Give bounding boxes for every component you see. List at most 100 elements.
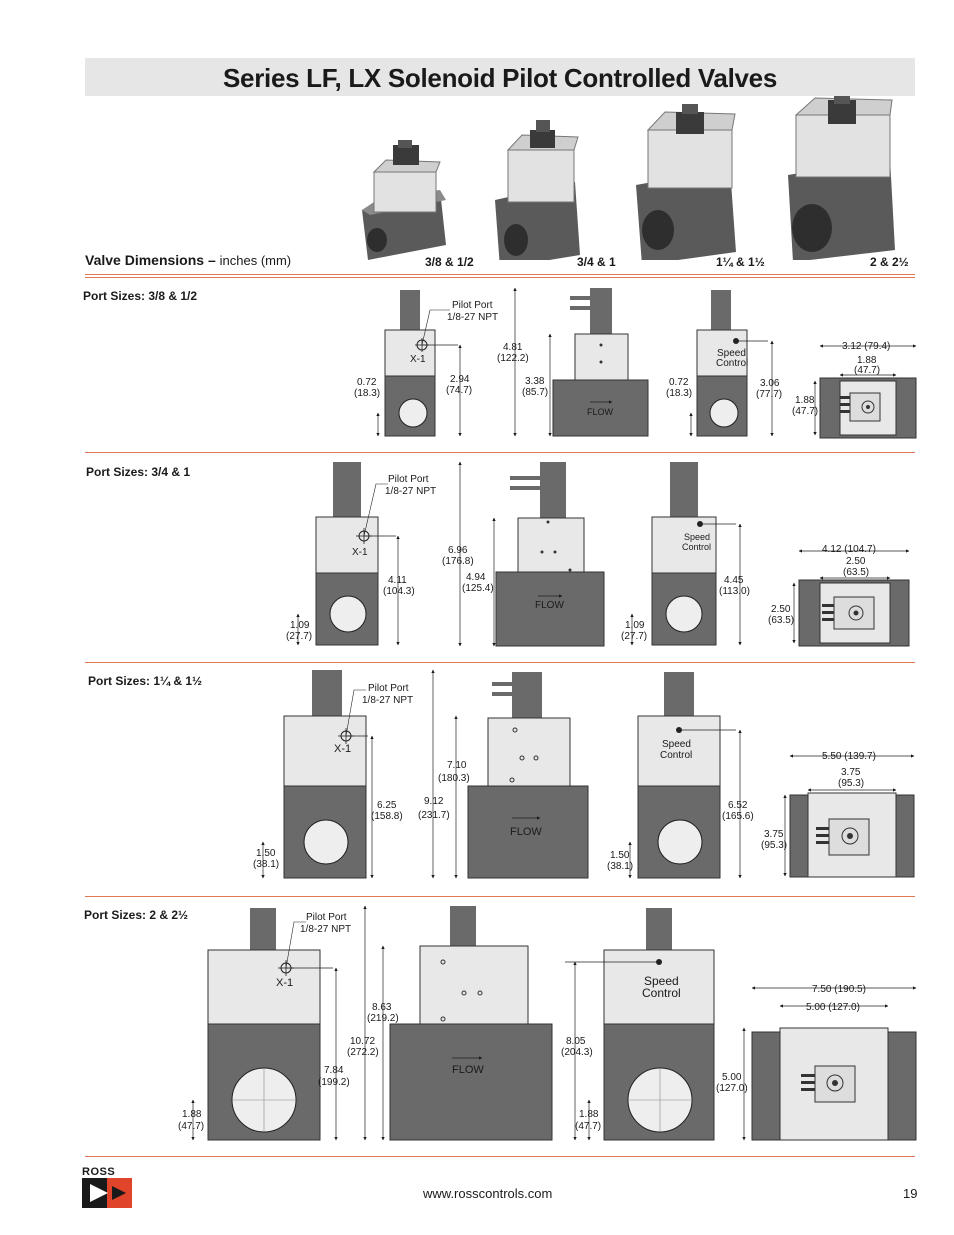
photo-size-label-1: 3/8 & 1/2 xyxy=(425,255,474,269)
r3-pilot-port-2: 1/8-27 NPT xyxy=(362,695,413,706)
row2-rear-view: Speed Control 1.09 (27.7) 4.45 (113.0) xyxy=(621,462,750,646)
r1-pilot-port-2: 1/8-27 NPT xyxy=(447,312,498,323)
r3-v4-inner-2: (95.3) xyxy=(838,778,864,789)
row-divider-3 xyxy=(85,896,915,897)
r1-v4-inner-1: 1.88 xyxy=(857,355,877,366)
row2-front-view: Pilot Port 1/8-27 NPT X-1 1.09 (27.7) 4.… xyxy=(286,462,436,646)
r3-v1-offset-2: (38.1) xyxy=(253,859,279,870)
row4-side-view: 8.63 (219.2) 10.72 (272.2) FLOW xyxy=(347,905,553,1141)
port-size-label-3: Port Sizes: 1¼ & 1½ xyxy=(88,674,203,688)
r4-speed-1: Speed xyxy=(644,974,679,988)
r3-speed-1: Speed xyxy=(662,739,691,750)
r4-v2-body-1: 8.63 xyxy=(372,1002,392,1013)
r3-v4-inner-1: 3.75 xyxy=(841,767,861,778)
r4-pilot-port-1: Pilot Port xyxy=(306,912,347,923)
r1-v3-height-1: 3.06 xyxy=(760,378,780,389)
r3-v4-side-1: 3.75 xyxy=(764,829,784,840)
row1-top-view: 3.12 (79.4) 1.88 (47.7) 1.88 (47.7) xyxy=(792,341,917,439)
r4-pilot-port-2: 1/8-27 NPT xyxy=(300,924,351,935)
row1-rear-view: Speed Control 0.72 (18.3) 3.06 (77.7) xyxy=(666,290,782,437)
valve-photo-3 xyxy=(636,104,736,260)
r2-pilot-port-1: Pilot Port xyxy=(388,474,429,485)
r4-speed-2: Control xyxy=(642,986,681,1000)
r3-v1-height-1: 6.25 xyxy=(377,800,397,811)
row4-front-view: Pilot Port 1/8-27 NPT X-1 1.88 (47.7) 7.… xyxy=(178,908,351,1141)
r4-v4-outer: 7.50 (190.5) xyxy=(812,984,866,995)
r2-v4-outer: 4.12 (104.7) xyxy=(822,544,876,555)
r1-speed-1: Speed xyxy=(717,348,746,359)
r4-v4-side-1: 5.00 xyxy=(722,1072,742,1083)
r2-v3-offset-2: (27.7) xyxy=(621,631,647,642)
row-4-drawings: Pilot Port 1/8-27 NPT X-1 1.88 (47.7) 7.… xyxy=(178,905,917,1141)
r3-pilot-port-1: Pilot Port xyxy=(368,683,409,694)
r1-v1-offset-1: 0.72 xyxy=(357,377,377,388)
r3-v2-overall-2: (231.7) xyxy=(418,810,450,821)
r3-v1-height-2: (158.8) xyxy=(371,811,403,822)
r3-v2-body-1: 7.10 xyxy=(447,760,467,771)
title-bar: Series LF, LX Solenoid Pilot Controlled … xyxy=(85,58,915,96)
r3-v2-body-2: (180.3) xyxy=(438,773,470,784)
r1-v4-outer: 3.12 (79.4) xyxy=(842,341,890,352)
port-size-label-2: Port Sizes: 3/4 & 1 xyxy=(86,465,191,479)
r2-v1-offset-1: 1.09 xyxy=(290,620,310,631)
row3-top-view: 5.50 (139.7) 3.75 (95.3) 3.75 (95.3) xyxy=(761,751,915,878)
row2-side-view: 6.96 (176.8) 4.94 (125.4) FLOW xyxy=(442,461,605,647)
r2-v2-body-1: 4.94 xyxy=(466,572,486,583)
r4-v2-overall-2: (272.2) xyxy=(347,1047,379,1058)
r2-v2-body-2: (125.4) xyxy=(462,583,494,594)
r3-v3-height-2: (165.6) xyxy=(722,811,754,822)
row1-side-view: 4.81 (122.2) 3.38 (85.7) FLOW xyxy=(497,287,649,437)
r2-v3-offset-1: 1.09 xyxy=(625,620,645,631)
r1-v1-height-2: (74.7) xyxy=(446,385,472,396)
r2-pilot-port-2: 1/8-27 NPT xyxy=(385,486,436,497)
r3-x1: X-1 xyxy=(334,743,351,755)
r3-v4-side-2: (95.3) xyxy=(761,840,787,851)
r4-v4-inner: 5.00 (127.0) xyxy=(806,1002,860,1013)
r2-v1-height-1: 4.11 xyxy=(388,575,407,586)
r4-v3-offset-2: (47.7) xyxy=(575,1121,601,1132)
r3-flow: FLOW xyxy=(510,826,542,838)
row-divider-2 xyxy=(85,662,915,663)
r4-v1-height-2: (199.2) xyxy=(318,1077,350,1088)
r1-v3-offset-1: 0.72 xyxy=(669,377,689,388)
row-divider-1 xyxy=(85,452,915,453)
section-heading: Valve Dimensions – inches (mm) xyxy=(85,252,291,268)
row4-rear-view: Speed Control 1.88 (47.7) 8.05 (204.3) xyxy=(561,908,715,1141)
r3-v3-height-1: 6.52 xyxy=(728,800,748,811)
r1-x1: X-1 xyxy=(410,354,426,365)
r3-v2-overall-1: 9.12 xyxy=(424,796,444,807)
photo-size-label-2: 3/4 & 1 xyxy=(577,255,616,269)
r4-x1: X-1 xyxy=(276,977,293,989)
row-1-drawings: Pilot Port 1/8-27 NPT X-1 0.72 (18.3) 2.… xyxy=(354,287,917,439)
section-unit: inches (mm) xyxy=(219,253,292,268)
r4-v3-height-2: (204.3) xyxy=(561,1047,593,1058)
r1-v1-offset-2: (18.3) xyxy=(354,388,380,399)
r2-speed-1: Speed xyxy=(684,532,710,542)
valve-photos xyxy=(362,96,895,260)
row3-front-view: Pilot Port 1/8-27 NPT X-1 1.50 (38.1) 6.… xyxy=(253,670,413,879)
photo-size-label-3: 1¼ & 1½ xyxy=(716,255,765,269)
port-size-label-1: Port Sizes: 3/8 & 1/2 xyxy=(83,289,198,303)
r1-speed-2: Control xyxy=(716,358,748,369)
port-size-label-4: Port Sizes: 2 & 2½ xyxy=(84,908,189,922)
ross-logo-mark xyxy=(82,1178,132,1208)
r1-v1-height-1: 2.94 xyxy=(450,374,470,385)
footer-url[interactable]: www.rosscontrols.com xyxy=(423,1186,553,1201)
section-heading-text: Valve Dimensions – xyxy=(85,252,216,268)
r2-speed-2: Control xyxy=(682,542,711,552)
r1-pilot-port-1: Pilot Port xyxy=(452,300,493,311)
r1-v2-overall-2: (122.2) xyxy=(497,353,529,364)
r3-v1-offset-1: 1.50 xyxy=(256,848,276,859)
r1-v3-offset-2: (18.3) xyxy=(666,388,692,399)
r1-v2-overall-1: 4.81 xyxy=(503,342,523,353)
row2-top-view: 4.12 (104.7) 2.50 (63.5) 2.50 (63.5) xyxy=(768,544,910,647)
valve-photo-2 xyxy=(495,120,580,260)
r4-flow: FLOW xyxy=(452,1064,484,1076)
r2-v4-inner-2: (63.5) xyxy=(843,567,869,578)
row3-side-view: 7.10 (180.3) 9.12 (231.7) FLOW xyxy=(418,669,589,879)
r1-v2-body-1: 3.38 xyxy=(525,376,545,387)
r2-v2-overall-2: (176.8) xyxy=(442,556,474,567)
r4-v4-side-2: (127.0) xyxy=(716,1083,748,1094)
r1-v4-side-2: (47.7) xyxy=(792,406,818,417)
